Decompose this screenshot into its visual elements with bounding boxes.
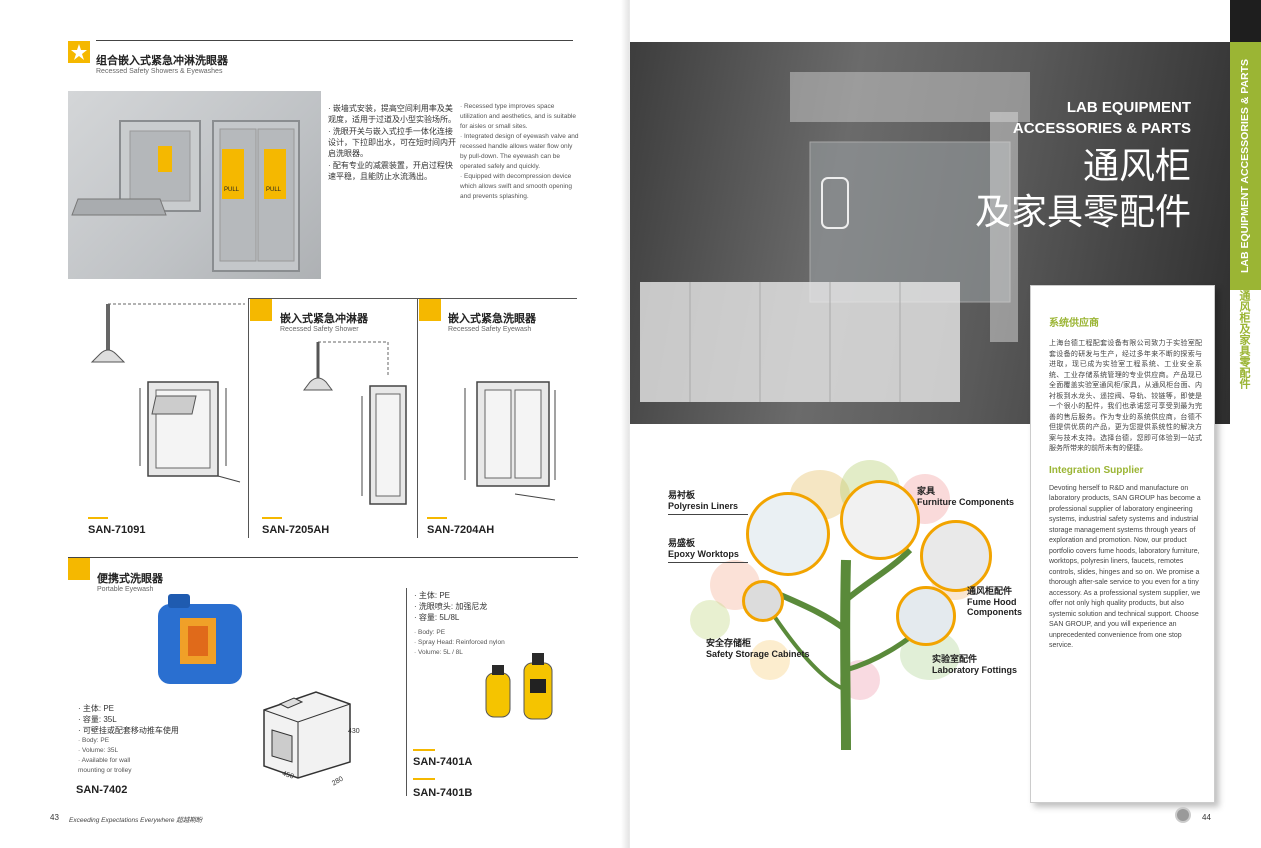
model-san-7401a: SAN-7401A (413, 756, 473, 768)
hero-line1: LAB EQUIPMENT (1066, 99, 1191, 116)
bullet-en: · Available for wall mounting or trolley (78, 757, 132, 774)
drawing2-title: 嵌入式紧急冲淋器 (280, 313, 368, 325)
hero-line2: ACCESSORIES & PARTS (1012, 120, 1191, 137)
bullet-en: · Integrated design of eyewash valve and… (460, 133, 579, 170)
divider (417, 298, 577, 299)
model-underline (88, 517, 108, 519)
info-title-en: Integration Supplier (1049, 464, 1144, 476)
bullet-cn: · 洗眼开关与嵌入式拉手一体化连接设计，下拉即出水，可在短时间内开启洗眼器。 (328, 127, 456, 158)
furniture-components-image (840, 480, 920, 560)
model-san-7401b: SAN-7401B (413, 787, 473, 799)
section-marker (419, 299, 441, 321)
divider (417, 298, 418, 538)
model-san-7204ah: SAN-7204AH (427, 524, 495, 536)
page-number: 44 (1202, 813, 1211, 822)
portable-b-bullets: · 主体: PE · 洗眼喷头: 加强尼龙 · 容量: 5L/8L · Body… (414, 590, 524, 658)
section1-bullets-cn: · 嵌墙式安装，提高空间利用率及美观度，适用于过道及小型实验场所。 · 洗眼开关… (328, 103, 456, 182)
section-marker (250, 299, 272, 321)
left-page: 组合嵌入式紧急冲淋洗眼器 Recessed Safety Showers & E… (0, 0, 630, 848)
info-title-cn: 系统供应商 (1049, 318, 1099, 329)
divider (406, 588, 407, 796)
side-tab-green (1230, 42, 1261, 290)
bullet-en: · Volume: 35L (78, 747, 119, 754)
label-fume-hood-components: 通风柜配件 Fume Hood Components (967, 586, 1022, 617)
info-text-cn: 上海台德工程配套设备有限公司致力于实验室配套设备的研发与生产，经过多年来不断的探… (1049, 340, 1202, 452)
bullet-cn: · 洗眼喷头: 加强尼龙 (414, 602, 488, 611)
footer-slogan: Exceeding Expectations Everywhere 超越期盼 (69, 817, 203, 824)
section2-subtitle: Portable Eyewash (97, 586, 154, 593)
model-san-7402: SAN-7402 (76, 784, 128, 796)
pull-sign: PULL (266, 187, 282, 193)
model-underline (262, 517, 282, 519)
polyresin-liners-image (746, 492, 830, 576)
page-number: 43 (50, 813, 59, 822)
drawing-san-7204ah (455, 368, 565, 508)
hero-title-block: LAB EQUIPMENT ACCESSORIES & PARTS 通风柜 及家… (891, 97, 1191, 235)
label-polyresin-liners: 易衬板 Polyresin Liners (668, 490, 739, 511)
bullet-cn: · 容量: 5L/8L (414, 613, 460, 622)
bullet-en: · Volume: 5L / 8L (414, 649, 463, 656)
drawing2-subtitle: Recessed Safety Shower (280, 326, 359, 333)
leader-line (668, 562, 748, 563)
bullet-en: · Spray Head: Reinforced nylon (414, 639, 505, 646)
label-furniture-components: 家具 Furniture Components (917, 486, 1014, 507)
star-icon (68, 41, 90, 63)
bullet-cn: · 主体: PE (78, 704, 115, 713)
safety-storage-cabinets-image (742, 580, 784, 622)
tree-illustration (670, 440, 1030, 760)
info-text-en: Devoting herself to R&D and manufacture … (1049, 484, 1201, 650)
model-san-71091: SAN-71091 (88, 524, 146, 536)
section1-rule (96, 40, 573, 41)
label-epoxy-worktops: 易盛板 Epoxy Worktops (668, 538, 739, 559)
right-page: LAB EQUIPMENT ACCESSORIES & PARTS 通风柜 及家… (630, 0, 1261, 848)
drawing3-title: 嵌入式紧急洗眼器 (448, 313, 536, 325)
portable-eyewash-blue-image (150, 590, 250, 694)
dim-height: 430 (348, 728, 360, 735)
section1-title: 组合嵌入式紧急冲淋洗眼器 (96, 55, 228, 67)
info-box: 系统供应商 上海台德工程配套设备有限公司致力于实验室配套设备的研发与生产，经过多… (1030, 285, 1215, 803)
model-underline (413, 749, 435, 751)
portable-eyewash-drawing (250, 670, 370, 790)
section2-title: 便携式洗眼器 (97, 573, 163, 585)
side-tab-label-box: LAB EQUIPMENT ACCESSORIES & PARTS (1230, 42, 1261, 290)
bullet-en: · Equipped with decompression device whi… (460, 173, 573, 200)
divider (248, 298, 249, 538)
bottle-eyewash-image (480, 645, 560, 725)
side-tab-label-cn: 通风柜及家具零配件 (1238, 290, 1250, 389)
portable-a-bullets: · 主体: PE · 容量: 35L · 可壁挂或配套移动推车使用 · Body… (78, 703, 208, 776)
drawing3-subtitle: Recessed Safety Eyewash (448, 326, 532, 333)
section1-header: 组合嵌入式紧急冲淋洗眼器 Recessed Safety Showers & E… (68, 41, 578, 77)
section2-rule (68, 557, 578, 558)
bullet-cn: · 可壁挂或配套移动推车使用 (78, 726, 179, 735)
model-san-7205ah: SAN-7205AH (262, 524, 330, 536)
hero-cn2: 及家具零配件 (974, 191, 1191, 232)
bullet-cn: · 容量: 35L (78, 715, 117, 724)
bullet-en: · Recessed type improves space utilizati… (460, 103, 576, 130)
leader-line (668, 514, 748, 515)
section-marker (68, 558, 90, 580)
drawing-san-71091 (80, 296, 245, 502)
fume-hood-components-image (920, 520, 992, 592)
laboratory-fittings-image (896, 586, 956, 646)
model-underline (427, 517, 447, 519)
drawing-san-7205ah (300, 336, 410, 516)
model-underline (413, 778, 435, 780)
section1-subtitle: Recessed Safety Showers & Eyewashes (96, 68, 223, 75)
section1-bullets-en: · Recessed type improves space utilizati… (460, 102, 580, 202)
bullet-cn: · 主体: PE (414, 591, 451, 600)
logo-icon (1175, 807, 1191, 823)
bullet-cn: · 配有专业的减震装置，开启过程快速平稳，且能防止水流溅出。 (328, 161, 453, 181)
bullet-en: · Body: PE (78, 737, 110, 744)
side-tab-label-en: LAB EQUIPMENT ACCESSORIES & PARTS (1239, 58, 1252, 274)
divider (248, 298, 418, 299)
hero-cn1: 通风柜 (1082, 145, 1191, 186)
label-safety-storage-cabinets: 安全存储柜 Safety Storage Cabinets (706, 638, 810, 659)
label-laboratory-fittings: 实验室配件 Laboratory Fottings (932, 654, 1017, 675)
bullet-en: · Body: PE (414, 629, 446, 636)
recessed-units-photo: PULL PULL (68, 91, 321, 279)
pull-sign: PULL (224, 187, 240, 193)
bullet-cn: · 嵌墙式安装，提高空间利用率及美观度，适用于过道及小型实验场所。 (328, 104, 456, 124)
